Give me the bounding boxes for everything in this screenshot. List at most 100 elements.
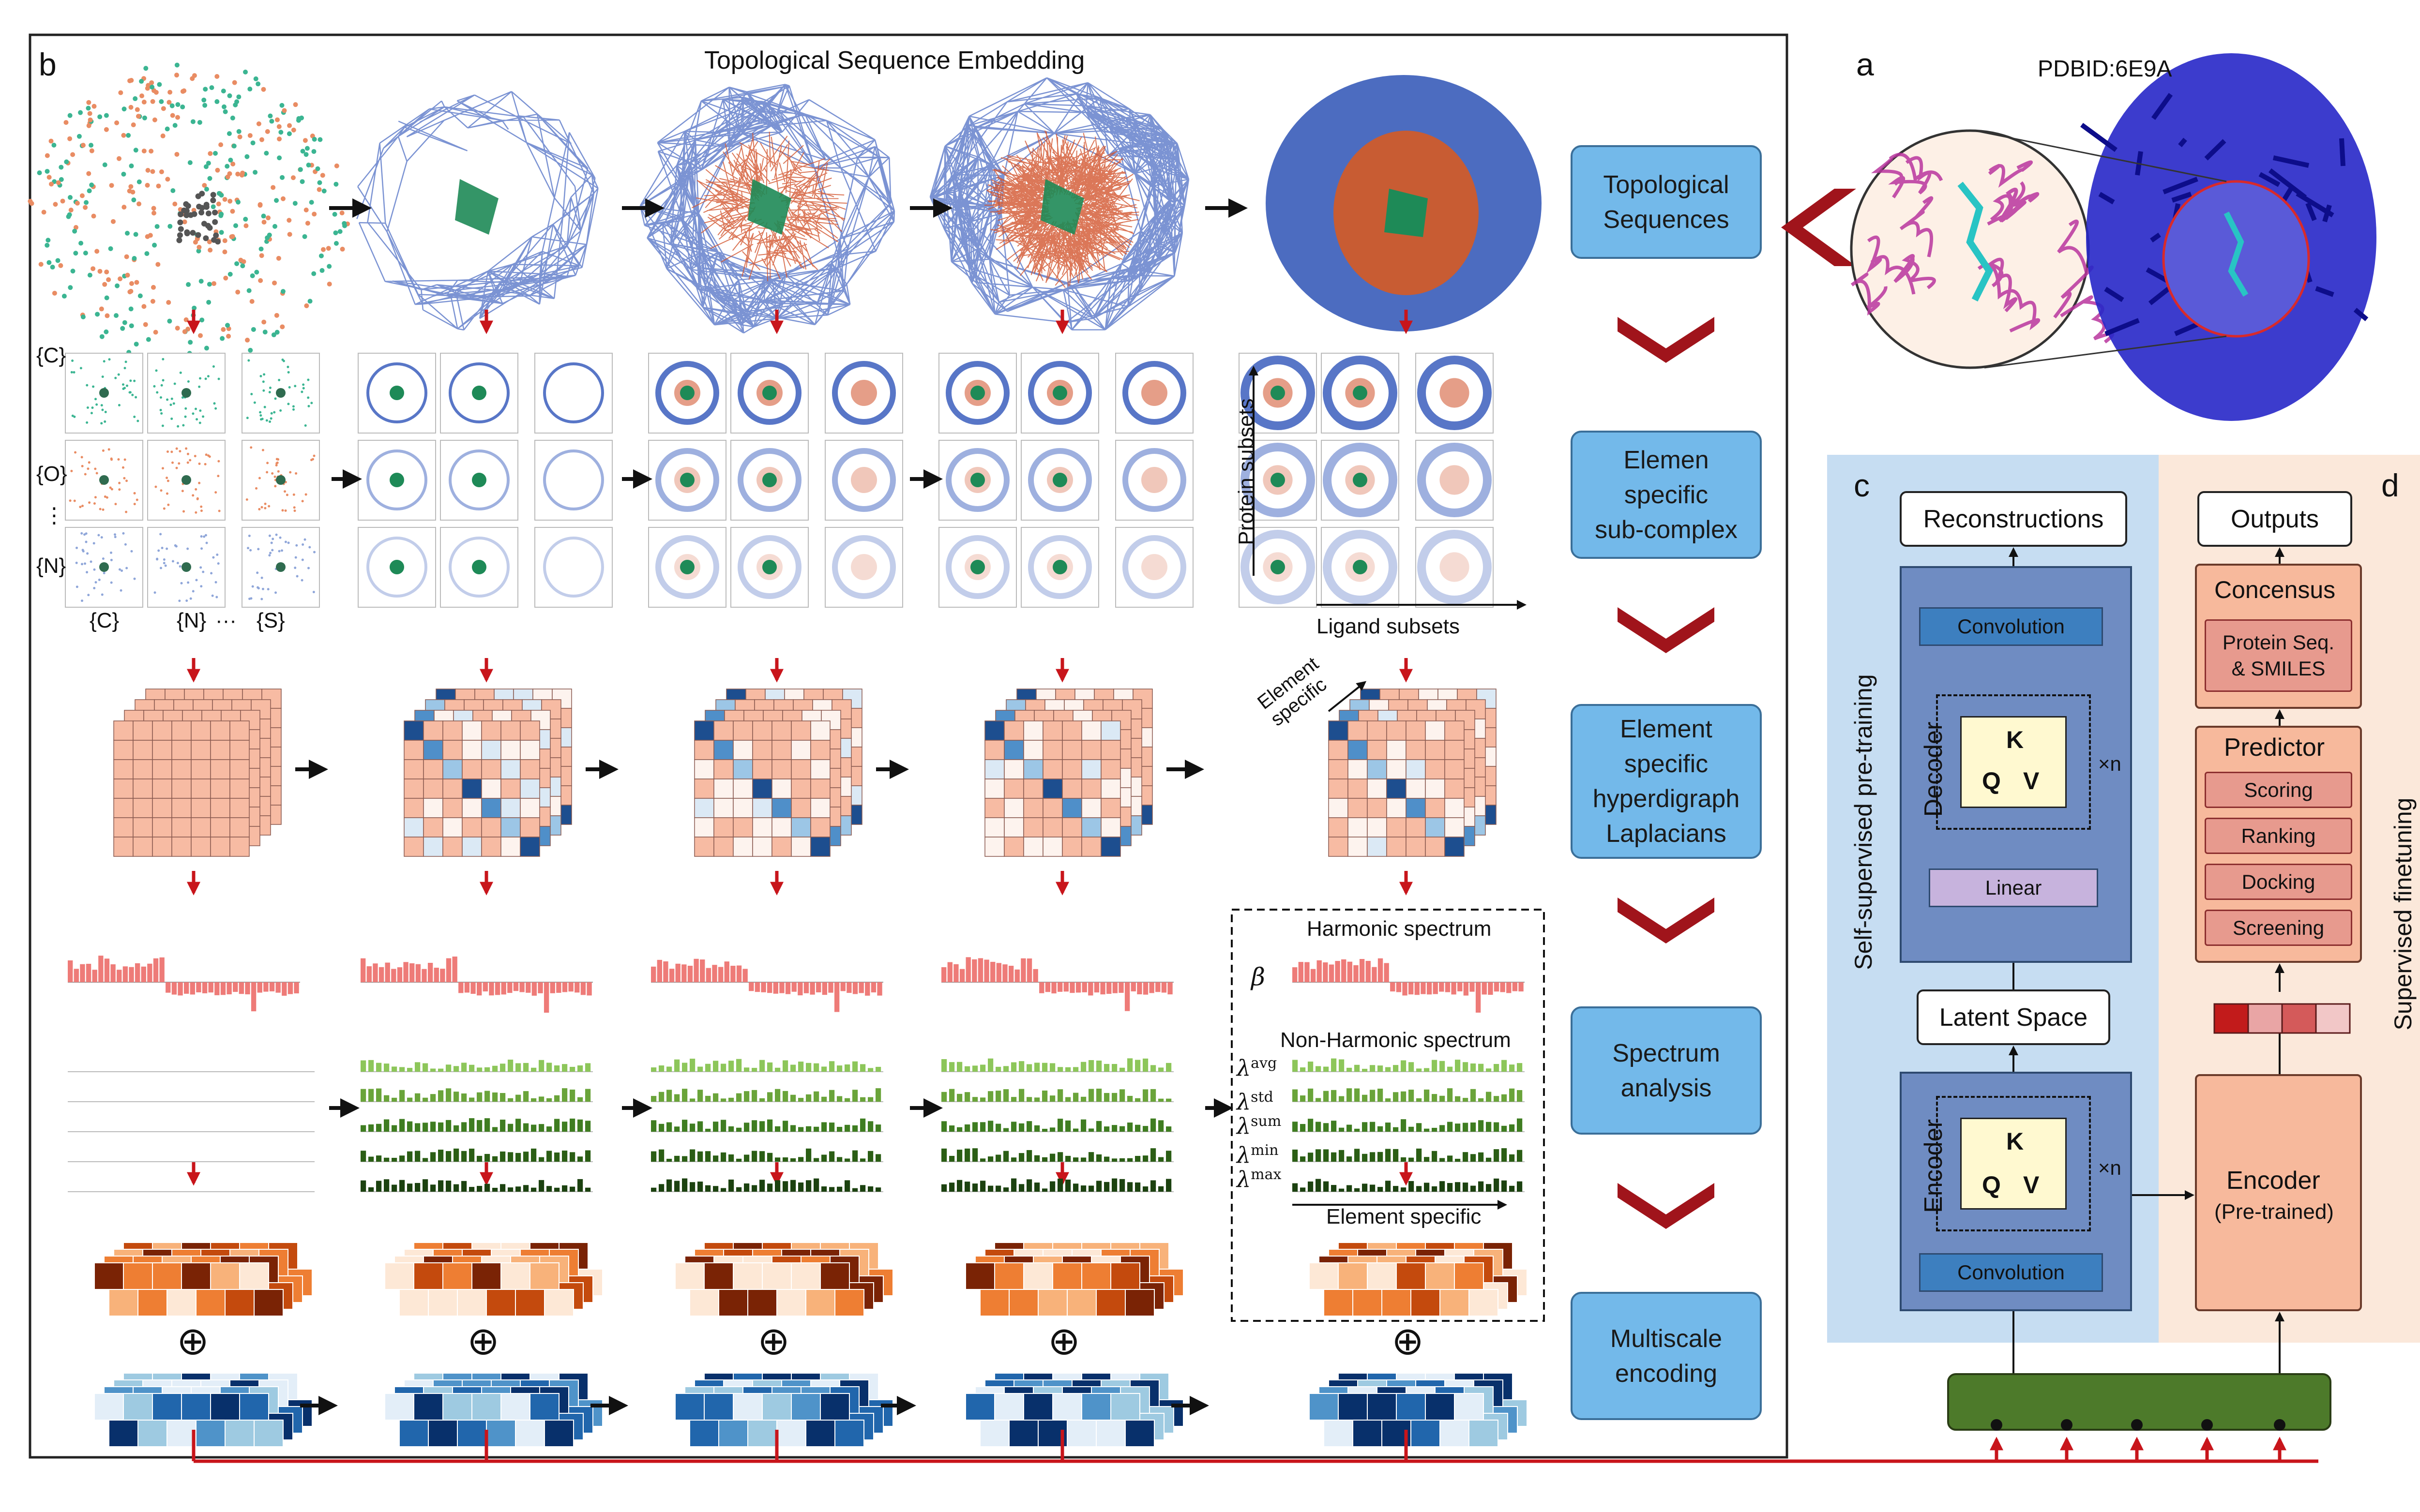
mini-atom	[269, 552, 272, 554]
nonharmonic-bar	[790, 1180, 796, 1192]
nonharmonic-bar	[1401, 1119, 1407, 1132]
nonharmonic-bar	[585, 1063, 591, 1072]
mini-atom	[275, 458, 278, 461]
mini-atom	[200, 547, 203, 550]
beta-label: β	[1251, 963, 1265, 991]
sequence-encoding-4	[965, 1373, 1184, 1447]
atom-point	[206, 299, 212, 305]
mini-atom	[214, 491, 217, 494]
laplacian-cell	[500, 798, 521, 818]
laplacian-cell	[462, 759, 482, 779]
nonharmonic-bar	[570, 1118, 575, 1132]
mini-atom	[262, 389, 265, 392]
harmonic-spectrum-3	[651, 958, 883, 1012]
laplacian-cell	[1367, 778, 1387, 799]
harmonic-bar	[575, 982, 580, 993]
laplacian-cell	[1386, 798, 1407, 818]
laplacian-cell	[1023, 759, 1044, 779]
mini-atom	[114, 503, 117, 506]
atom-point	[250, 273, 255, 279]
atom-point	[280, 196, 286, 201]
atom-point	[128, 306, 134, 312]
protein-subsets-label: Protein subsets	[1234, 398, 1258, 545]
nonharmonic-bar	[1027, 1064, 1032, 1072]
mini-atom	[217, 377, 220, 380]
atom-point	[86, 100, 91, 105]
nonharmonic-bar	[539, 1180, 544, 1192]
mini-atom	[189, 459, 192, 462]
atom-point	[86, 105, 91, 111]
harmonic-bar	[415, 964, 421, 982]
mini-atom	[281, 358, 284, 361]
spectral-encoding-5	[1309, 1242, 1528, 1317]
nonharmonic-bar	[585, 1150, 591, 1162]
harmonic-bar	[1414, 982, 1420, 995]
nonharmonic-bar	[368, 1089, 374, 1102]
encoding-cell	[704, 1262, 734, 1290]
laplacian-cell	[191, 798, 211, 818]
encoding-cell	[1468, 1289, 1498, 1317]
laplacian-cell	[771, 778, 792, 799]
mini-atom	[162, 358, 165, 360]
nonharmonic-bar	[1158, 1067, 1164, 1072]
harmonic-bar	[742, 969, 748, 982]
nonharmonic-bar	[1354, 1064, 1360, 1072]
atom-point	[223, 109, 228, 114]
mini-atom	[292, 405, 295, 408]
atom-point	[75, 200, 80, 206]
atom-point	[129, 281, 135, 286]
spectral-encoding-1	[94, 1242, 313, 1317]
nonharmonic-bar	[1316, 1149, 1321, 1162]
nonharmonic-bar	[798, 1062, 804, 1072]
encoding-cell	[1309, 1393, 1339, 1421]
encoding-cell	[1410, 1289, 1440, 1317]
mini-atom	[308, 546, 311, 549]
laplacian-cell	[404, 759, 424, 779]
nonharmonic-bar	[1104, 1063, 1110, 1072]
atom-point	[221, 104, 227, 109]
convolution-top-bar: Convolution	[1919, 607, 2103, 646]
atom-point	[144, 251, 150, 256]
harmonic-bar	[953, 964, 959, 982]
laplacian-cell	[113, 817, 134, 838]
atom-point	[232, 80, 237, 85]
mini-atom	[81, 563, 84, 566]
nonharmonic-bar	[682, 1178, 688, 1192]
harmonic-bar	[1421, 982, 1426, 994]
laplacian-cell	[752, 778, 772, 799]
nonharmonic-bar	[949, 1089, 955, 1102]
atom-point	[124, 231, 130, 236]
mini-atom	[159, 409, 162, 412]
harmonic-bar	[245, 982, 250, 995]
laplacian-cell	[210, 837, 230, 857]
mini-atom	[131, 393, 134, 396]
nonharmonic-bar	[1166, 1151, 1172, 1162]
laplacian-cell	[1328, 720, 1348, 741]
nonharmonic-bar	[759, 1151, 765, 1162]
lambda-symbol: λ	[1237, 1089, 1251, 1115]
harmonic-bar	[1482, 982, 1487, 995]
atom-point	[212, 150, 218, 156]
mini-atom	[93, 587, 96, 590]
mini-atom	[73, 499, 76, 502]
atom-point	[259, 137, 264, 142]
mini-atom	[272, 538, 274, 540]
mini-atom	[207, 375, 210, 378]
laplacian-cell	[771, 759, 792, 779]
encoding-cell	[457, 1420, 487, 1447]
sequence-encoding-1	[94, 1373, 313, 1447]
mini-protein	[1417, 356, 1492, 430]
laplacian-cell	[810, 837, 831, 857]
laplacian-cell	[113, 720, 134, 741]
laplacian-cell	[1386, 817, 1407, 838]
nonharmonic-bar	[539, 1124, 544, 1132]
mini-atom	[186, 547, 189, 550]
laplacian-cell	[771, 720, 792, 741]
laplacian-stack-2	[404, 689, 572, 857]
nonharmonic-bar	[562, 1088, 568, 1102]
atom-point	[271, 185, 276, 190]
harmonic-bar	[294, 982, 299, 994]
laplacian-cell	[404, 817, 424, 838]
atom-point	[280, 289, 286, 294]
laplacian-cell	[481, 837, 501, 857]
